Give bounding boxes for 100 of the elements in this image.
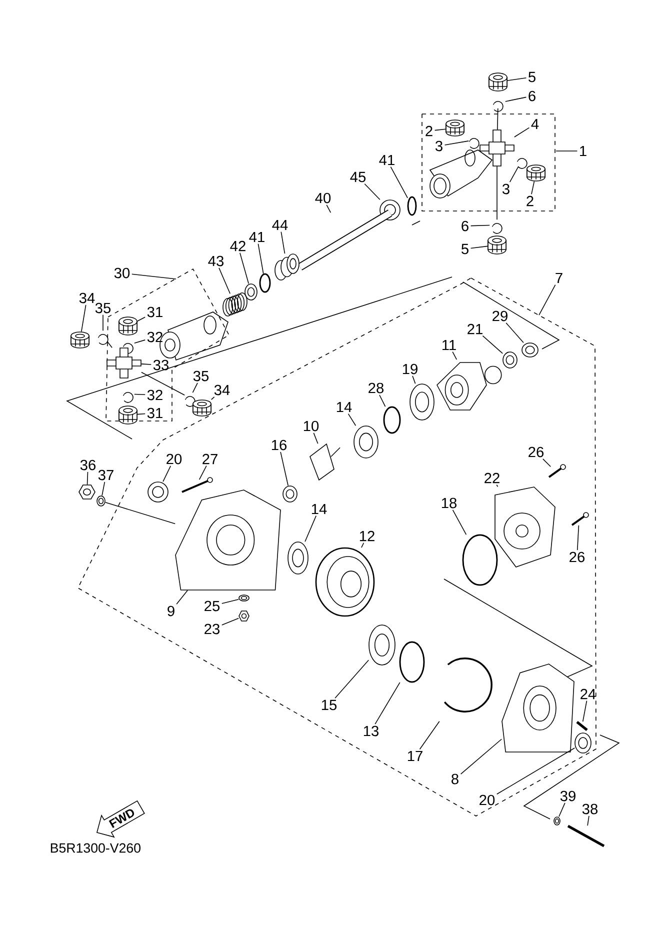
callout-number: 26 [528, 446, 544, 458]
shaft-drawing [298, 210, 392, 270]
leader-line [507, 77, 527, 82]
callout-number: 36 [80, 460, 96, 470]
bearing-drawing [410, 384, 434, 420]
bearing-cap-drawing [192, 400, 212, 416]
bolt-drawing [571, 512, 589, 526]
callout-number: 23 [204, 624, 220, 634]
leader-line [538, 284, 556, 316]
leader-line [86, 472, 88, 485]
bearing-cap-drawing [488, 72, 508, 92]
callout-number: 14 [312, 504, 327, 514]
bearing-drawing [554, 816, 560, 826]
bearing-drawing [148, 482, 168, 502]
bearing-cap-drawing [118, 316, 138, 336]
circlip-drawing [492, 101, 504, 112]
assembly-line [105, 502, 176, 524]
leader-line [470, 246, 488, 249]
leader-line [141, 364, 152, 365]
spring-drawing [222, 292, 248, 316]
leader-line [556, 150, 578, 152]
callout-number: 26 [570, 552, 584, 562]
callout-number: 35 [95, 302, 111, 314]
leader-line [134, 394, 146, 396]
ring-gear-drawing [315, 547, 375, 617]
assembly-line [497, 108, 498, 130]
nut-drawing [78, 484, 96, 500]
callout-number: 41 [379, 154, 394, 166]
part-circle [399, 641, 425, 683]
leader-line [326, 204, 332, 213]
assembly-line [496, 166, 498, 220]
leader-line [162, 466, 172, 482]
callout-number: 13 [364, 726, 378, 736]
callout-number: 41 [249, 232, 264, 242]
callout-number: 29 [492, 310, 508, 322]
callout-number: 31 [147, 306, 162, 318]
leader-line [240, 252, 250, 284]
callout-number: 4 [531, 118, 539, 130]
bearing-drawing [238, 594, 250, 602]
callout-number: 25 [204, 600, 220, 612]
leader-line [210, 396, 215, 400]
callout-number: 38 [582, 804, 598, 814]
callout-number: 8 [452, 774, 458, 784]
part-circle [462, 534, 498, 586]
pin-drawing [567, 824, 605, 848]
callout-number: 24 [580, 688, 596, 700]
leader-line [558, 802, 566, 817]
circlip-drawing [98, 334, 108, 345]
pin-drawing [576, 720, 588, 732]
callout-number: 3 [436, 140, 442, 152]
leader-line [434, 128, 446, 131]
cover-drawing [494, 486, 556, 568]
assembly-line [106, 341, 112, 348]
part-circle [383, 406, 401, 434]
leader-line [132, 274, 176, 280]
leader-line [506, 322, 524, 343]
callout-number: 19 [402, 364, 418, 374]
callout-number: 28 [368, 382, 384, 394]
leader-line [198, 465, 207, 480]
callout-number: 2 [526, 196, 534, 206]
leader-line [221, 598, 239, 604]
leader-line [412, 376, 416, 384]
circlip-drawing [468, 138, 480, 149]
callout-number: 31 [147, 408, 162, 418]
bearing-cap-drawing [488, 236, 506, 254]
leader-line [280, 452, 289, 486]
housing-drawing [502, 664, 574, 752]
callout-number: 6 [528, 90, 536, 102]
leader-line [379, 394, 386, 407]
bearing-drawing [380, 200, 400, 220]
leader-line [221, 618, 239, 626]
o-ring-drawing [444, 658, 492, 712]
callout-number: 14 [336, 402, 352, 412]
callout-number: 1 [580, 146, 586, 156]
leader-line [374, 682, 400, 724]
callout-number: 10 [304, 420, 319, 432]
circlip-drawing [492, 223, 502, 234]
nut-drawing [238, 610, 250, 622]
callout-number: 5 [528, 72, 536, 82]
leader-line [452, 351, 458, 360]
leader-line [137, 316, 146, 322]
callout-number: 37 [98, 470, 114, 480]
leader-line [313, 432, 318, 444]
leader-line [505, 96, 527, 102]
leader-line [582, 700, 588, 722]
leader-line [361, 542, 364, 548]
callout-number: 45 [350, 172, 366, 182]
spider-drawing [106, 348, 142, 378]
bearing-drawing [368, 624, 396, 666]
leader-line [452, 510, 467, 535]
bearing-drawing [574, 732, 592, 754]
callout-number: 17 [408, 750, 422, 762]
leader-line [419, 721, 440, 750]
leader-line [81, 304, 86, 332]
leader-line [576, 525, 580, 550]
callout-number: 27 [202, 454, 218, 464]
leader-line [218, 268, 230, 294]
leader-line [496, 484, 498, 487]
callout-number: 22 [484, 472, 500, 484]
callout-number: 2 [426, 126, 432, 136]
